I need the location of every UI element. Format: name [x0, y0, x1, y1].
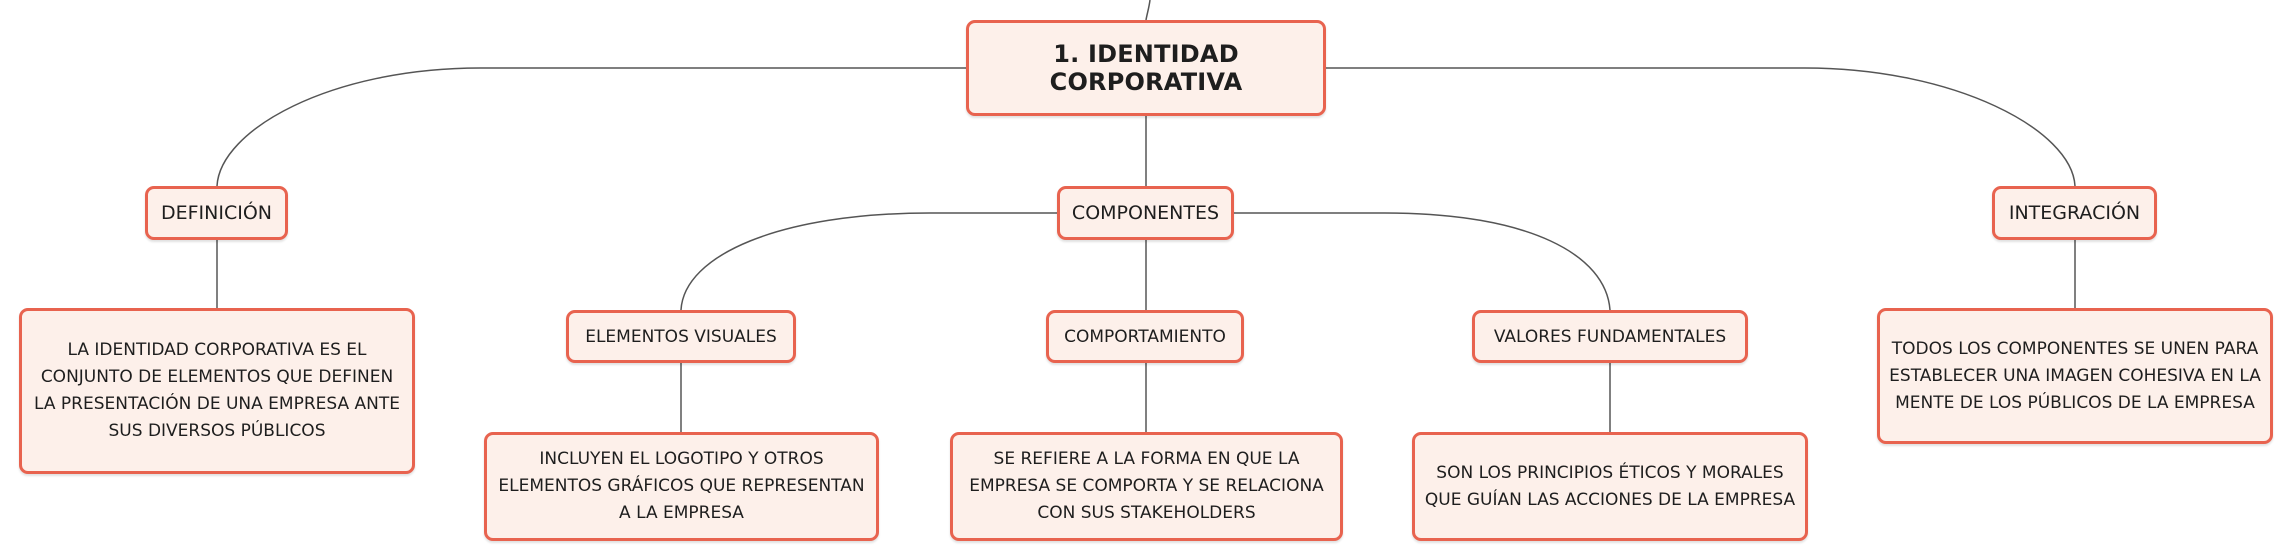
node-componentes[interactable]: COMPONENTES: [1057, 186, 1234, 240]
node-comportamiento-label: COMPORTAMIENTO: [1064, 326, 1226, 347]
elementos-visuales-description-text: INCLUYEN EL LOGOTIPO Y OTROS ELEMENTOS G…: [498, 449, 865, 523]
node-elementos-visuales-label: ELEMENTOS VISUALES: [585, 326, 777, 347]
node-identidad-corporativa[interactable]: 1. IDENTIDAD CORPORATIVA: [966, 20, 1326, 116]
node-valores-fundamentales-label: VALORES FUNDAMENTALES: [1493, 326, 1727, 347]
node-integracion-label: INTEGRACIÓN: [2008, 202, 2141, 224]
connector-root-to-definicion: [216, 67, 966, 187]
node-comportamiento-description[interactable]: SE REFIERE A LA FORMA EN QUE LA EMPRESA …: [950, 432, 1343, 541]
node-definicion-description[interactable]: LA IDENTIDAD CORPORATIVA ES EL CONJUNTO …: [19, 308, 415, 474]
node-definicion[interactable]: DEFINICIÓN: [145, 186, 288, 240]
node-valores-fundamentales[interactable]: VALORES FUNDAMENTALES: [1472, 310, 1748, 363]
valores-fundamentales-description-text: SON LOS PRINCIPIOS ÉTICOS Y MORALES QUE …: [1424, 462, 1796, 510]
connector-root-to-integracion: [1326, 67, 2076, 187]
node-integracion[interactable]: INTEGRACIÓN: [1992, 186, 2157, 240]
node-componentes-label: COMPONENTES: [1071, 202, 1220, 224]
comportamiento-description-text: SE REFIERE A LA FORMA EN QUE LA EMPRESA …: [969, 449, 1324, 523]
node-definicion-label: DEFINICIÓN: [160, 202, 273, 224]
integracion-description-text: TODOS LOS COMPONENTES SE UNEN PARA ESTAB…: [1889, 338, 2261, 413]
node-integracion-description[interactable]: TODOS LOS COMPONENTES SE UNEN PARA ESTAB…: [1877, 308, 2273, 444]
node-valores-fundamentales-description[interactable]: SON LOS PRINCIPIOS ÉTICOS Y MORALES QUE …: [1412, 432, 1808, 541]
node-elementos-visuales[interactable]: ELEMENTOS VISUALES: [566, 310, 796, 363]
definicion-description-text: LA IDENTIDAD CORPORATIVA ES EL CONJUNTO …: [34, 340, 400, 441]
node-identidad-corporativa-label: 1. IDENTIDAD CORPORATIVA: [1049, 40, 1243, 96]
node-elementos-visuales-description[interactable]: INCLUYEN EL LOGOTIPO Y OTROS ELEMENTOS G…: [484, 432, 879, 541]
connector-componentes-to-valores: [1234, 212, 1611, 311]
connector-parent-to-root: [1145, 0, 1151, 21]
connector-componentes-to-visuales: [680, 212, 1057, 311]
node-comportamiento[interactable]: COMPORTAMIENTO: [1046, 310, 1244, 363]
